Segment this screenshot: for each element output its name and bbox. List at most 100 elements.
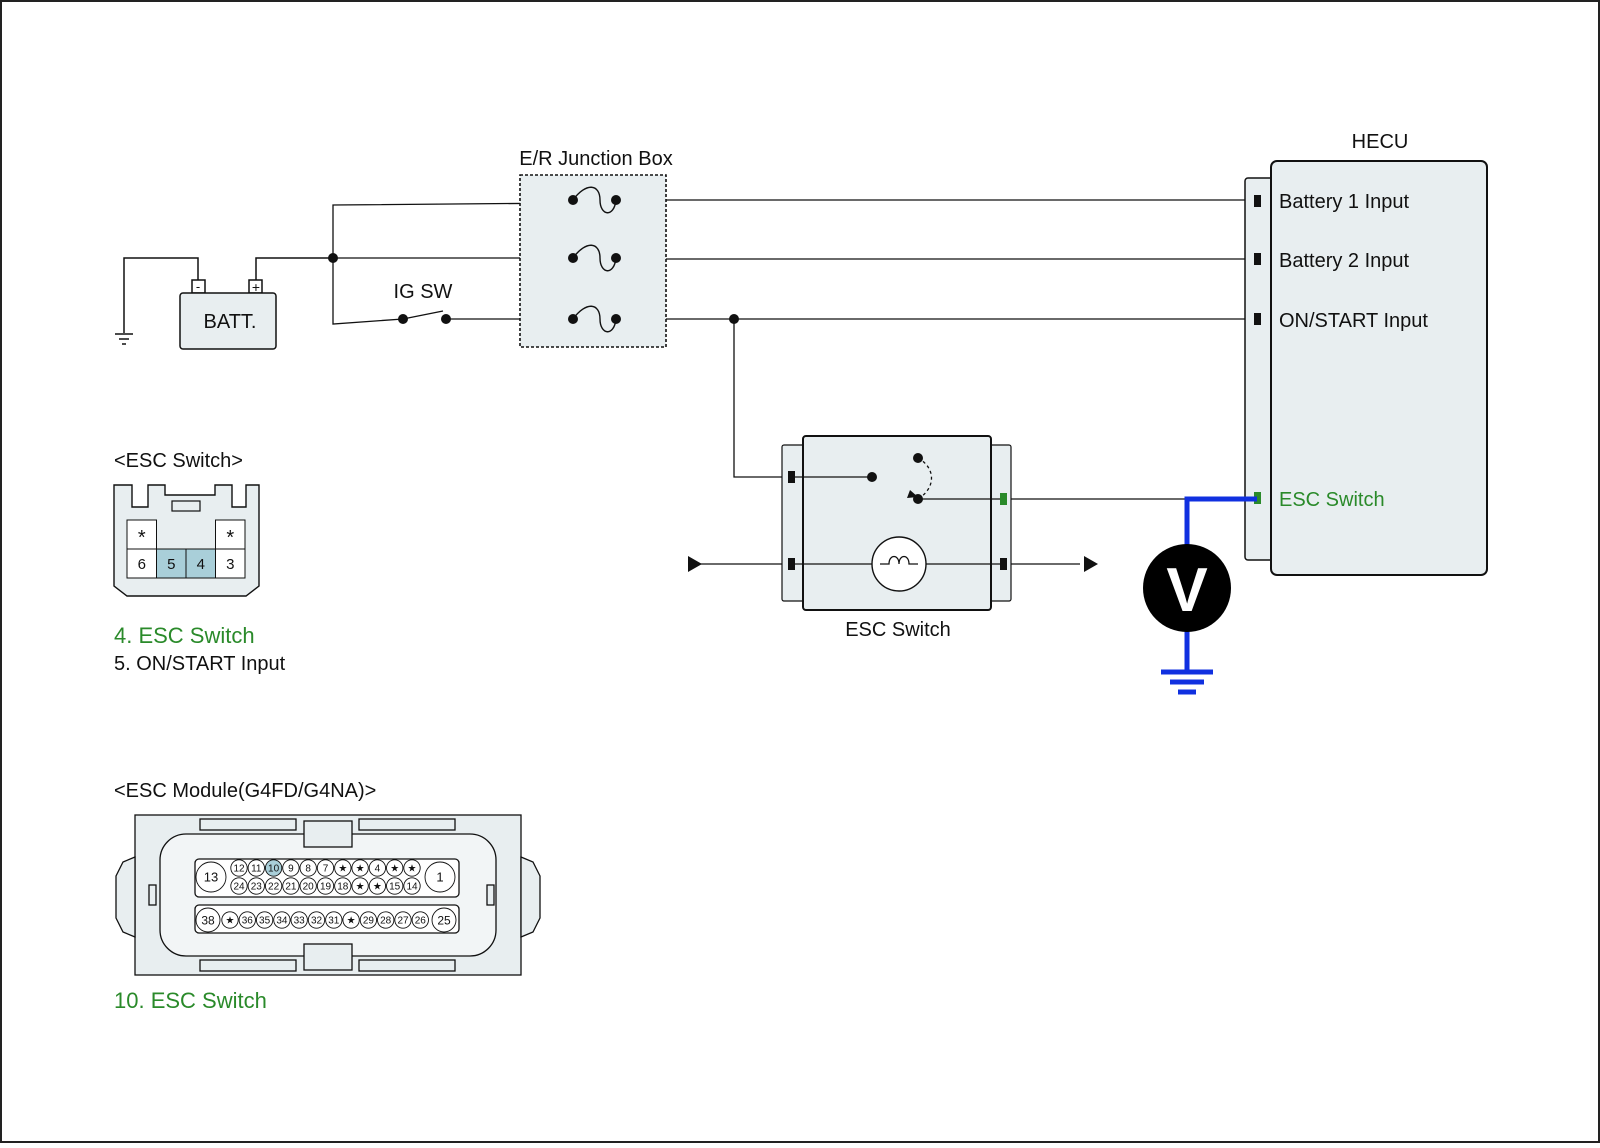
esc-module-note: 10. ESC Switch bbox=[114, 988, 267, 1013]
hecu-input-battery1: Battery 1 Input bbox=[1279, 191, 1410, 213]
hecu-body bbox=[1270, 160, 1488, 576]
esc-module-pin-label: ★ bbox=[356, 882, 365, 893]
igsw-blade bbox=[402, 310, 444, 320]
esc-module-pin-label: 14 bbox=[406, 882, 418, 893]
illum-in-arrow bbox=[688, 556, 702, 572]
fuse-2 bbox=[572, 244, 617, 272]
esc-module-pin-label: 36 bbox=[242, 916, 254, 927]
esc-module-pin bbox=[411, 911, 429, 929]
esc-module-pin bbox=[316, 859, 335, 877]
esc-module-pin bbox=[368, 859, 387, 877]
ig-switch-label: IG SW bbox=[394, 281, 453, 303]
esc-switch-blade-arrow bbox=[907, 490, 918, 498]
esc-module-pin-label: 34 bbox=[276, 916, 288, 927]
fuse-terminal bbox=[568, 253, 578, 263]
esc-module-pin-label: 12 bbox=[233, 864, 245, 875]
esc-switch-pin-label: * bbox=[138, 527, 146, 549]
junction-dots bbox=[328, 253, 739, 324]
esc-module-pin-label: 31 bbox=[328, 916, 340, 927]
esc-module-pin-label: 11 bbox=[251, 864, 262, 875]
esc-module-pin-label: ★ bbox=[226, 916, 235, 927]
battery-positive-wire bbox=[255, 257, 333, 286]
esc-module-pin bbox=[299, 859, 317, 877]
esc-module-pin bbox=[394, 911, 412, 929]
esc-module-pin-label: 25 bbox=[437, 913, 451, 927]
esc-switch-body bbox=[802, 435, 992, 611]
ground-wire bbox=[123, 257, 199, 333]
fuse-1 bbox=[572, 186, 617, 214]
wire-batt-to-igsw bbox=[332, 258, 404, 325]
hecu-pin-battery2 bbox=[1254, 253, 1261, 265]
esc-module-pin bbox=[403, 877, 421, 895]
esc-module-connector-title: <ESC Module(G4FD/G4NA)> bbox=[114, 780, 376, 802]
bulb-filament-icon bbox=[880, 555, 918, 565]
esc-module-left-ear bbox=[115, 856, 136, 938]
fuse-3 bbox=[572, 305, 617, 333]
esc-module-pin-label: 23 bbox=[251, 882, 263, 893]
hecu-input-esc-switch: ESC Switch bbox=[1279, 489, 1385, 511]
esc-module-pin-label: 21 bbox=[285, 882, 297, 893]
fuses bbox=[572, 186, 617, 333]
junction-dot-batt bbox=[328, 253, 338, 263]
esc-module-pin-label: 24 bbox=[233, 882, 245, 893]
esc-module-pin bbox=[247, 859, 265, 877]
esc-switch-pin-label: 6 bbox=[138, 556, 146, 573]
esc-module-pin-label: 29 bbox=[363, 916, 375, 927]
fuse-terminal bbox=[568, 195, 578, 205]
esc-module-side-tab bbox=[486, 884, 495, 906]
esc-module-pin-label: 15 bbox=[389, 882, 401, 893]
esc-module-side-tab bbox=[148, 884, 157, 906]
esc-module-pin bbox=[403, 859, 421, 877]
voltmeter-positive-lead bbox=[1184, 496, 1257, 552]
esc-module-pin bbox=[377, 911, 395, 929]
esc-switch-pin-label: 3 bbox=[226, 556, 234, 573]
esc-switch-pin-label: 5 bbox=[167, 556, 175, 573]
esc-module-bottom-rail-right bbox=[358, 959, 456, 972]
battery-group bbox=[115, 257, 333, 350]
esc-module-pin bbox=[386, 859, 404, 877]
esc-module-pin-label: 22 bbox=[268, 882, 280, 893]
esc-module-top-rail-left bbox=[199, 818, 297, 831]
esc-module-pin-label: 33 bbox=[294, 916, 306, 927]
battery-label: BATT. bbox=[204, 311, 257, 333]
esc-module-pin bbox=[264, 859, 283, 877]
esc-module-pin bbox=[282, 859, 300, 877]
esc-module-pin-label: 27 bbox=[397, 916, 409, 927]
esc-switch-contact-on bbox=[913, 453, 923, 463]
fuse-terminal bbox=[611, 314, 621, 324]
esc-module-pin-label: 13 bbox=[204, 870, 218, 885]
esc-module-pin bbox=[351, 859, 369, 877]
esc-module-pin-label: ★ bbox=[373, 882, 382, 893]
fuse-terminal bbox=[611, 195, 621, 205]
esc-module-pin bbox=[351, 877, 369, 895]
esc-module-pin-label: 7 bbox=[323, 864, 329, 875]
esc-module-pin bbox=[195, 861, 227, 893]
esc-module-pin-label: 26 bbox=[415, 916, 427, 927]
esc-module-pin-label: 28 bbox=[380, 916, 392, 927]
fuse-terminal bbox=[611, 253, 621, 263]
esc-module-pin bbox=[316, 877, 335, 895]
esc-switch-pin-out bbox=[1000, 493, 1007, 505]
esc-switch-note-2: 5. ON/START Input bbox=[114, 653, 286, 675]
voltmeter-leads bbox=[1161, 496, 1257, 695]
esc-module-pin-label: 38 bbox=[201, 913, 215, 927]
esc-switch-internal-wiring bbox=[795, 457, 1000, 565]
esc-module-right-ear bbox=[520, 856, 541, 938]
esc-module-pin-label: ★ bbox=[408, 864, 417, 875]
esc-module-pin bbox=[299, 877, 317, 895]
esc-switch-contact-common bbox=[867, 472, 877, 482]
esc-module-pin bbox=[386, 877, 404, 895]
esc-switch-connector-latch bbox=[171, 500, 201, 512]
junction-dot-igsw-a bbox=[398, 314, 408, 324]
esc-switch-note-1: 4. ESC Switch bbox=[114, 623, 255, 648]
esc-module-bottom-rail-left bbox=[199, 959, 297, 972]
battery-body bbox=[179, 292, 277, 350]
esc-module-pin bbox=[334, 877, 352, 895]
esc-module-pin bbox=[230, 877, 248, 895]
esc-module-pin bbox=[238, 911, 256, 929]
esc-switch-pin-cell bbox=[185, 548, 216, 579]
esc-module-pin-label: 20 bbox=[303, 882, 315, 893]
esc-module-top-key bbox=[303, 820, 353, 848]
esc-module-pin bbox=[282, 877, 300, 895]
